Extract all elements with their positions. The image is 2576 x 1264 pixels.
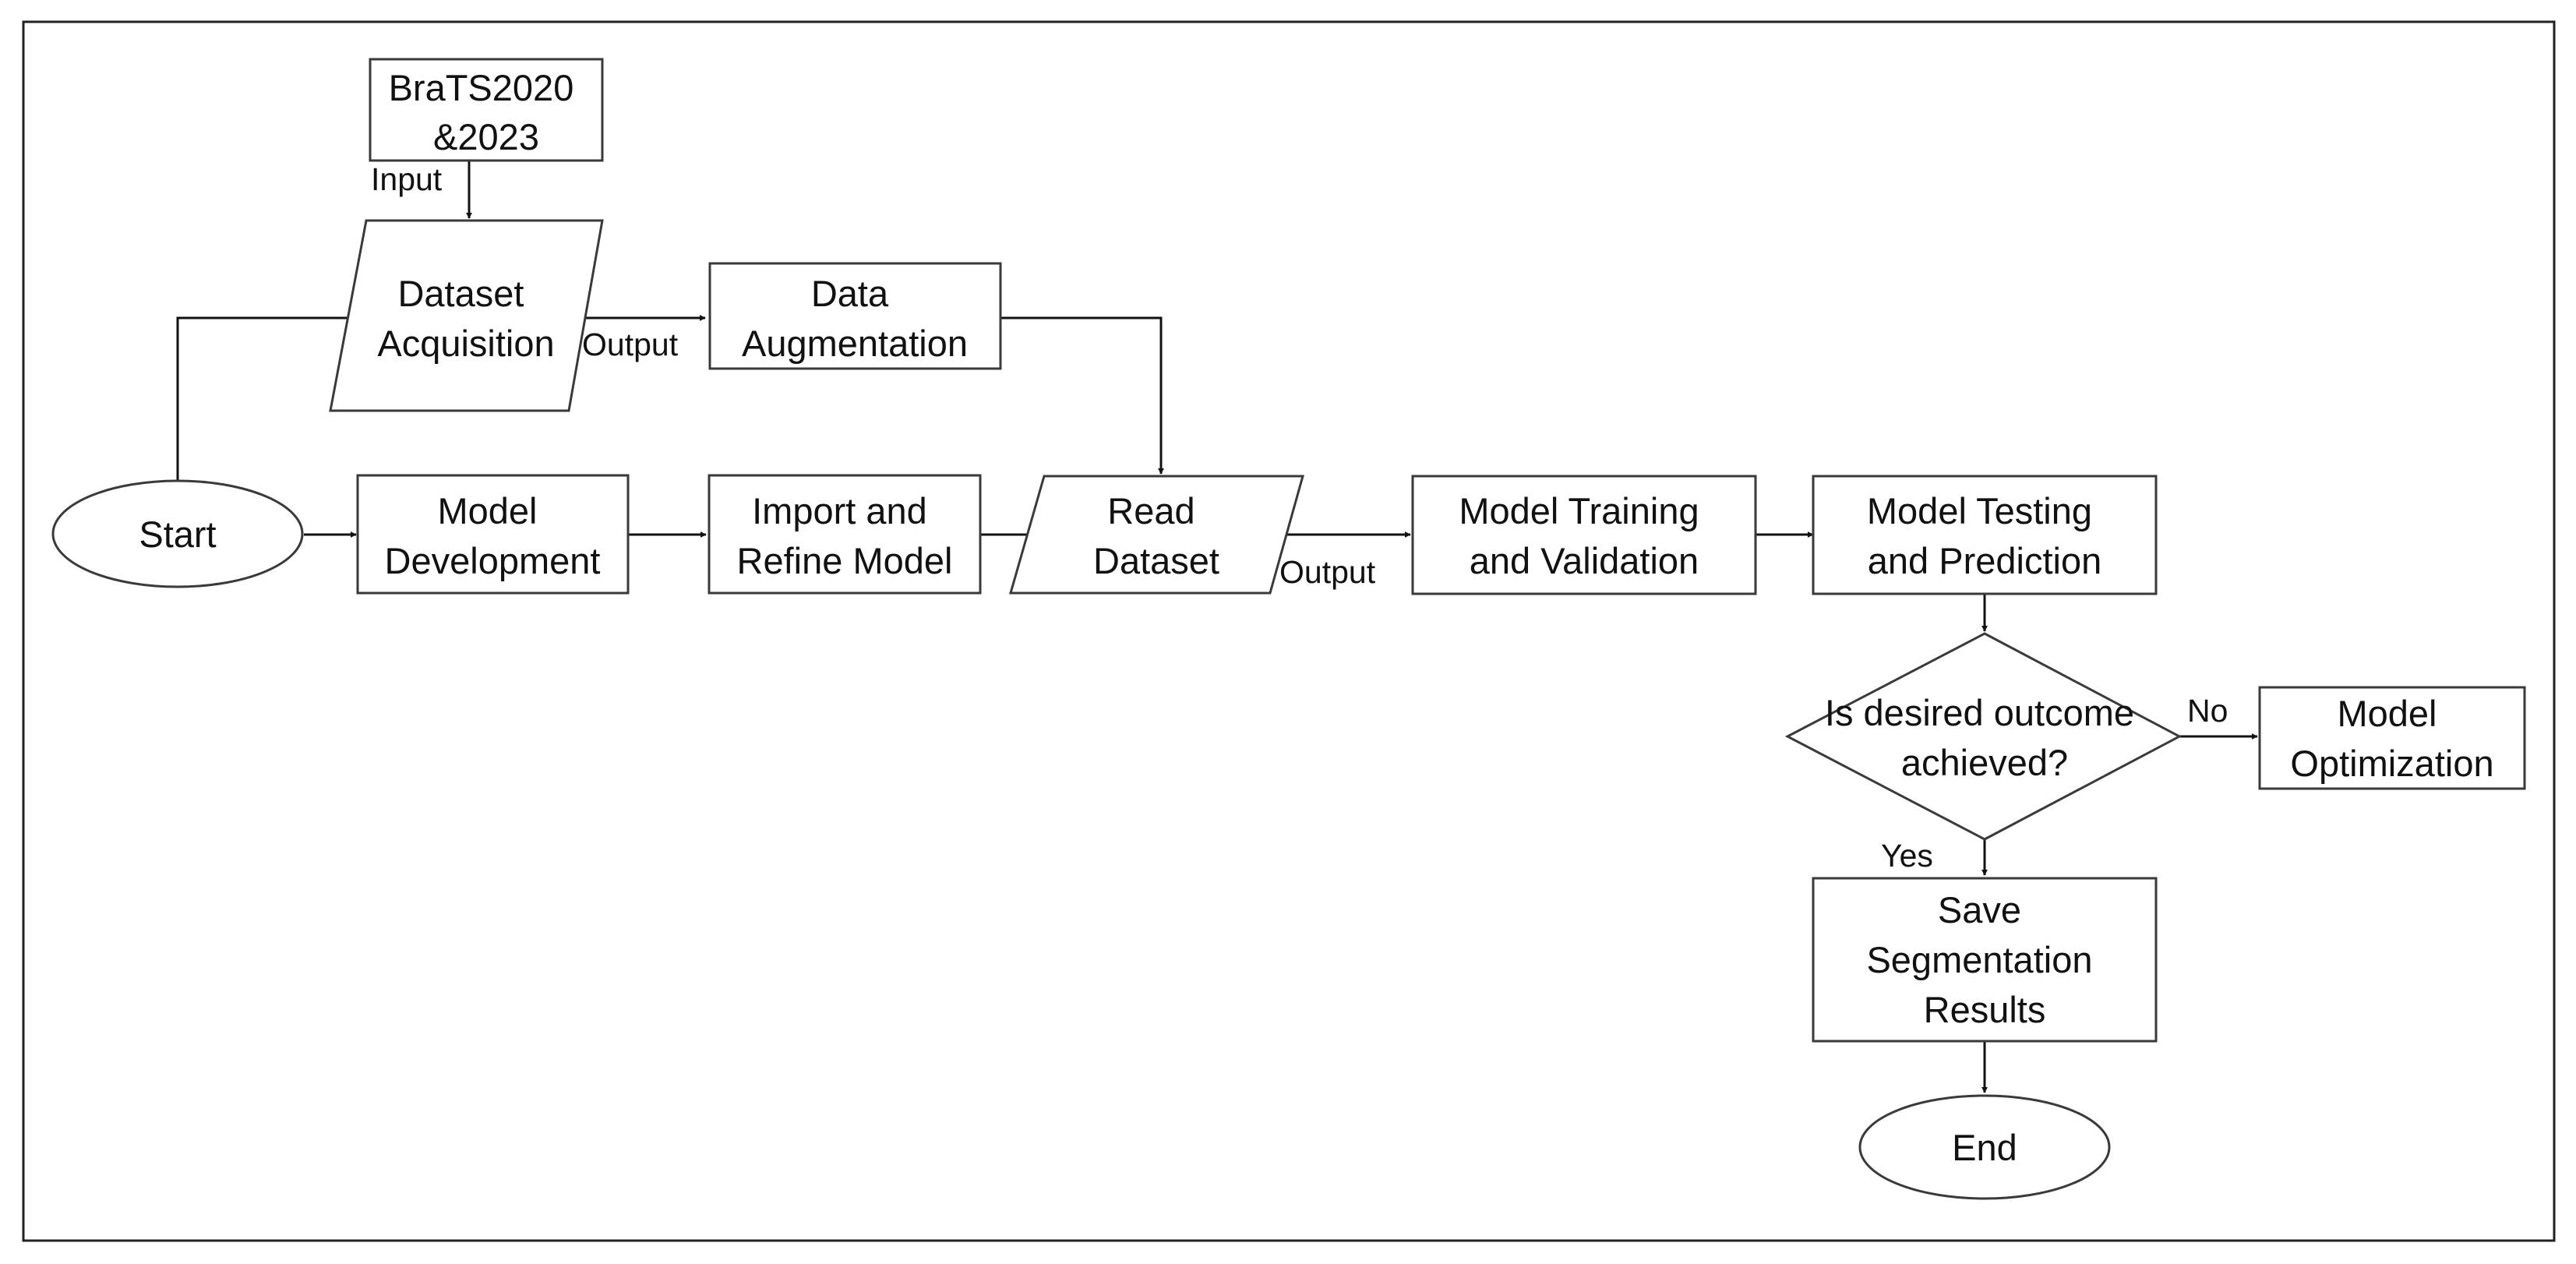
edge-labels: Input Output Output No Yes [371,161,2228,874]
optimization-label: Model Optimization [2290,693,2493,784]
data-augmentation-box [708,262,1002,370]
node-labels: BraTS2020 &2023 Dataset Acquisition Data… [139,67,2493,1168]
save-results-label: Save Segmentation Results [1866,889,2102,1030]
model-testing-box [1812,475,2158,595]
input-edge-label: Input [371,161,443,197]
model-development-box [356,474,630,595]
acquisition-label: Dataset Acquisition [377,273,554,364]
start-terminator [51,479,304,588]
dataset-acquisition-parallelogram [329,219,604,412]
save-results-box [1812,877,2158,1043]
edge-start-to-acquisition [176,315,355,480]
decision-diamond [1784,632,2183,841]
training-label: Model Training and Validation [1459,490,1709,581]
shapes [51,58,2526,1200]
yes-edge-label: Yes [1881,838,1933,874]
diagram-frame [22,20,2556,1242]
output-read-edge-label: Output [1279,554,1376,590]
model-optimization-box [2258,686,2526,790]
output-acquisition-edge-label: Output [582,327,679,362]
model-training-box [1411,475,1757,595]
testing-label: Model Testing and Prediction [1867,490,2102,581]
decision-label: Is desired outcome achieved? [1825,692,2144,783]
import-refine-model-box [708,474,982,595]
brats-dataset-box [369,58,604,162]
end-label: End [1952,1127,2017,1168]
read-dataset-parallelogram [1009,475,1304,595]
start-label: Start [139,514,216,555]
edge-augmentation-to-read [1000,316,1164,475]
no-edge-label: No [2187,693,2228,729]
import-refine-label: Import and Refine Model [737,490,953,581]
brats-label: BraTS2020 &2023 [389,67,584,157]
end-terminator [1858,1094,2111,1200]
read-dataset-label: Read Dataset [1093,490,1219,581]
connectors [176,161,2258,1093]
development-label: Model Development [385,490,601,581]
augmentation-label: Data Augmentation [742,273,968,364]
